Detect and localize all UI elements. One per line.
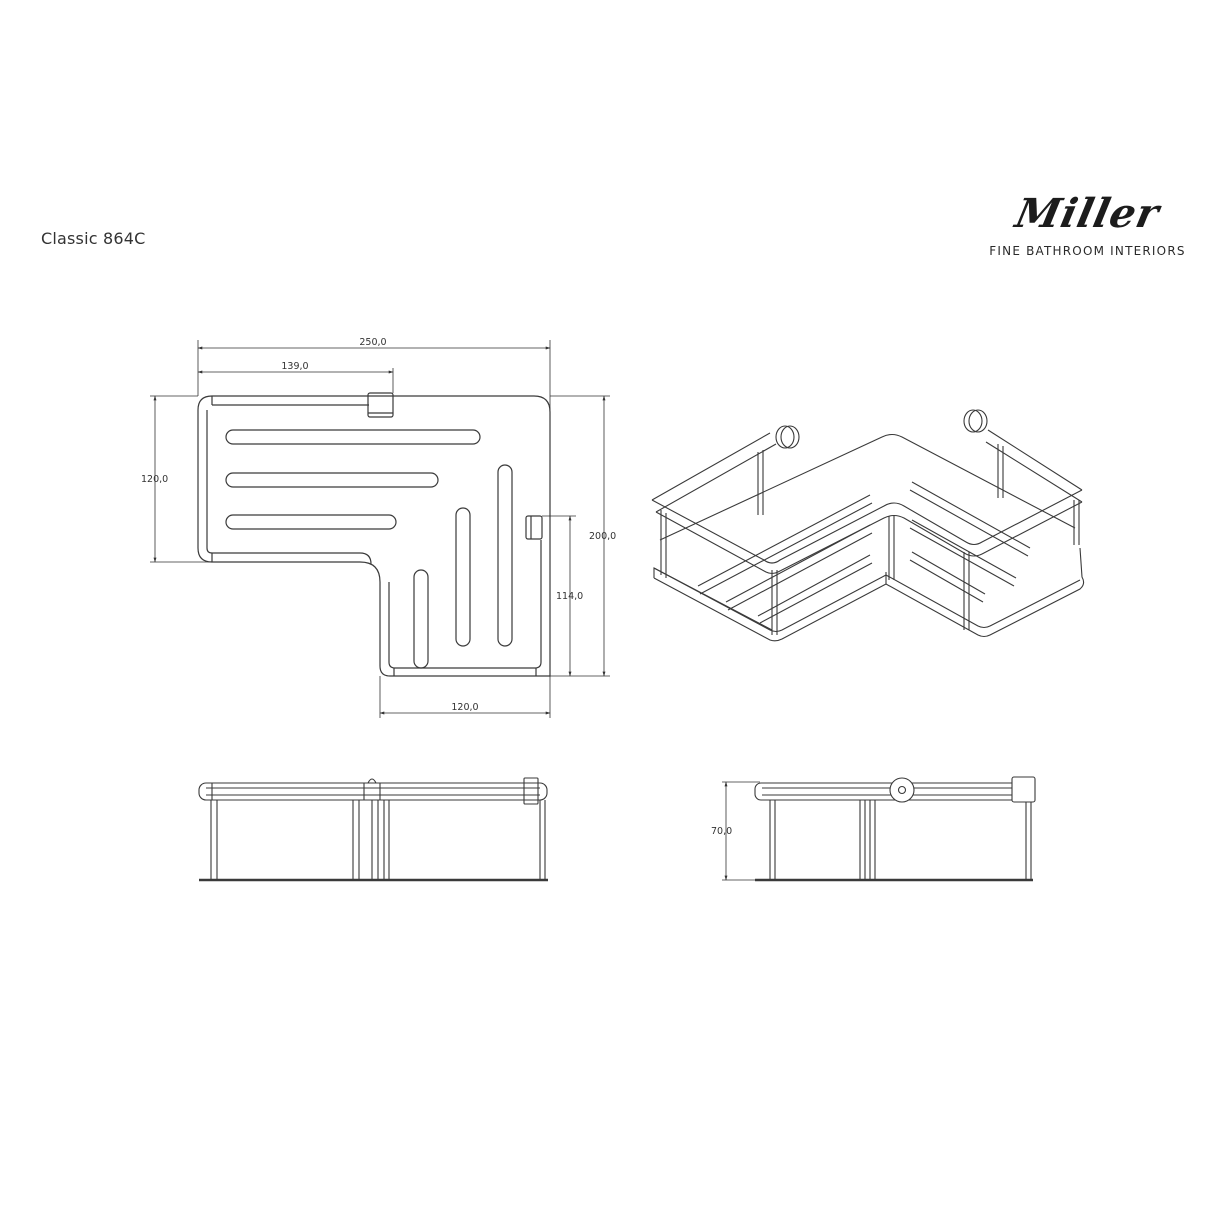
wall-bracket-top	[367, 392, 394, 418]
brand-logo: Miller FINE BATHROOM INTERIORS	[985, 190, 1190, 258]
side-right-bracket-round	[889, 777, 915, 803]
dim-left-depth: 120,0	[141, 474, 168, 485]
drainage-slots	[225, 429, 513, 669]
side-view-front	[198, 777, 548, 882]
dim-overall-depth: 200,0	[589, 531, 616, 542]
iso-back-rail-left	[651, 432, 777, 513]
top-view-dimensions	[150, 340, 610, 718]
iso-back-rail-right	[985, 429, 1083, 503]
iso-base-plate	[653, 547, 1085, 642]
wall-bracket-right	[525, 515, 543, 540]
side-front-rail	[198, 782, 548, 801]
dim-bracket-offset: 139,0	[281, 361, 308, 372]
product-title: Classic 864C	[41, 229, 146, 248]
side-right-bracket-square	[1011, 776, 1036, 803]
iso-bracket-left	[780, 425, 800, 449]
tray-outline	[197, 395, 551, 677]
isometric-view	[651, 409, 1085, 642]
dim-right-width: 120,0	[451, 702, 478, 713]
iso-slots	[697, 481, 1031, 624]
top-view	[197, 392, 551, 677]
rail-inner-bottom	[388, 540, 542, 669]
side-view-right-dimensions	[722, 781, 760, 881]
side-view-right	[754, 776, 1036, 882]
brand-tagline: FINE BATHROOM INTERIORS	[989, 244, 1186, 258]
dim-overall-width: 250,0	[359, 337, 386, 348]
dim-height: 70,0	[711, 826, 732, 837]
dim-right-bracket-height: 114,0	[556, 591, 583, 602]
iso-bracket-right	[963, 409, 983, 433]
iso-front-rail	[651, 489, 1083, 564]
